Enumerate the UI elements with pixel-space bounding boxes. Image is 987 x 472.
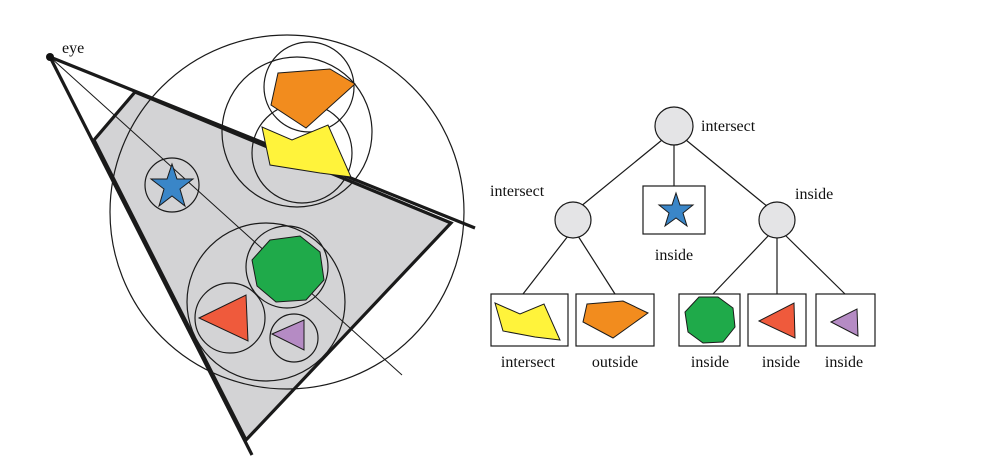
red-bounding-circle bbox=[194, 282, 266, 354]
leaf-purple-icon bbox=[829, 308, 859, 337]
scene-panel: eye bbox=[46, 34, 476, 456]
root-status-label: intersect bbox=[701, 118, 756, 135]
root-bounding-circle bbox=[109, 34, 465, 390]
leaf-yellow-icon bbox=[494, 302, 561, 341]
leaf3-status-label: inside bbox=[691, 354, 729, 371]
tree-edges bbox=[522, 139, 846, 295]
leaf-star-icon bbox=[657, 191, 695, 228]
tree-node-left bbox=[554, 201, 592, 239]
purple-triangle-object bbox=[270, 319, 305, 351]
leaf5-status-label: inside bbox=[825, 354, 863, 371]
leaf-red-icon bbox=[757, 302, 796, 339]
leaf-orange-icon bbox=[582, 300, 649, 339]
red-triangle-object bbox=[197, 294, 249, 342]
eye-label: eye bbox=[62, 40, 84, 57]
edge-left-leaf1 bbox=[522, 235, 569, 295]
blue-star-object bbox=[149, 162, 195, 208]
frustum-ray-bottom bbox=[48, 56, 254, 456]
frustum-ray-top bbox=[49, 55, 476, 230]
edge-right-leaf3 bbox=[712, 233, 771, 295]
star-bounding-circle bbox=[144, 157, 200, 213]
leaf1-status-label: intersect bbox=[501, 354, 556, 371]
view-direction-ray bbox=[49, 56, 403, 376]
edge-left-leaf2 bbox=[577, 235, 616, 295]
right-node-status-label: inside bbox=[795, 186, 833, 203]
edge-root-left bbox=[579, 139, 663, 208]
purple-bounding-circle bbox=[269, 313, 319, 363]
lower-bounding-circle bbox=[186, 222, 346, 382]
green-octagon-object bbox=[251, 235, 325, 303]
orange-bounding-circle bbox=[263, 41, 355, 133]
eye-point bbox=[46, 53, 54, 61]
edge-right-leaf5 bbox=[783, 233, 846, 295]
leaf2-status-label: outside bbox=[592, 354, 638, 371]
tree-node-right bbox=[758, 201, 796, 239]
middle-leaf-status-label: inside bbox=[655, 247, 693, 264]
tree-panel: intersect intersect inside inside inters… bbox=[490, 106, 876, 371]
upper-bounding-circle bbox=[221, 56, 373, 208]
tree-node-root bbox=[654, 106, 694, 146]
leaf-green-icon bbox=[684, 296, 736, 344]
edge-root-right bbox=[685, 139, 769, 208]
yellow-object bbox=[261, 124, 352, 178]
left-node-status-label: intersect bbox=[490, 183, 545, 200]
orange-object bbox=[270, 68, 356, 129]
green-bounding-circle bbox=[245, 225, 329, 309]
leaf4-status-label: inside bbox=[762, 354, 800, 371]
